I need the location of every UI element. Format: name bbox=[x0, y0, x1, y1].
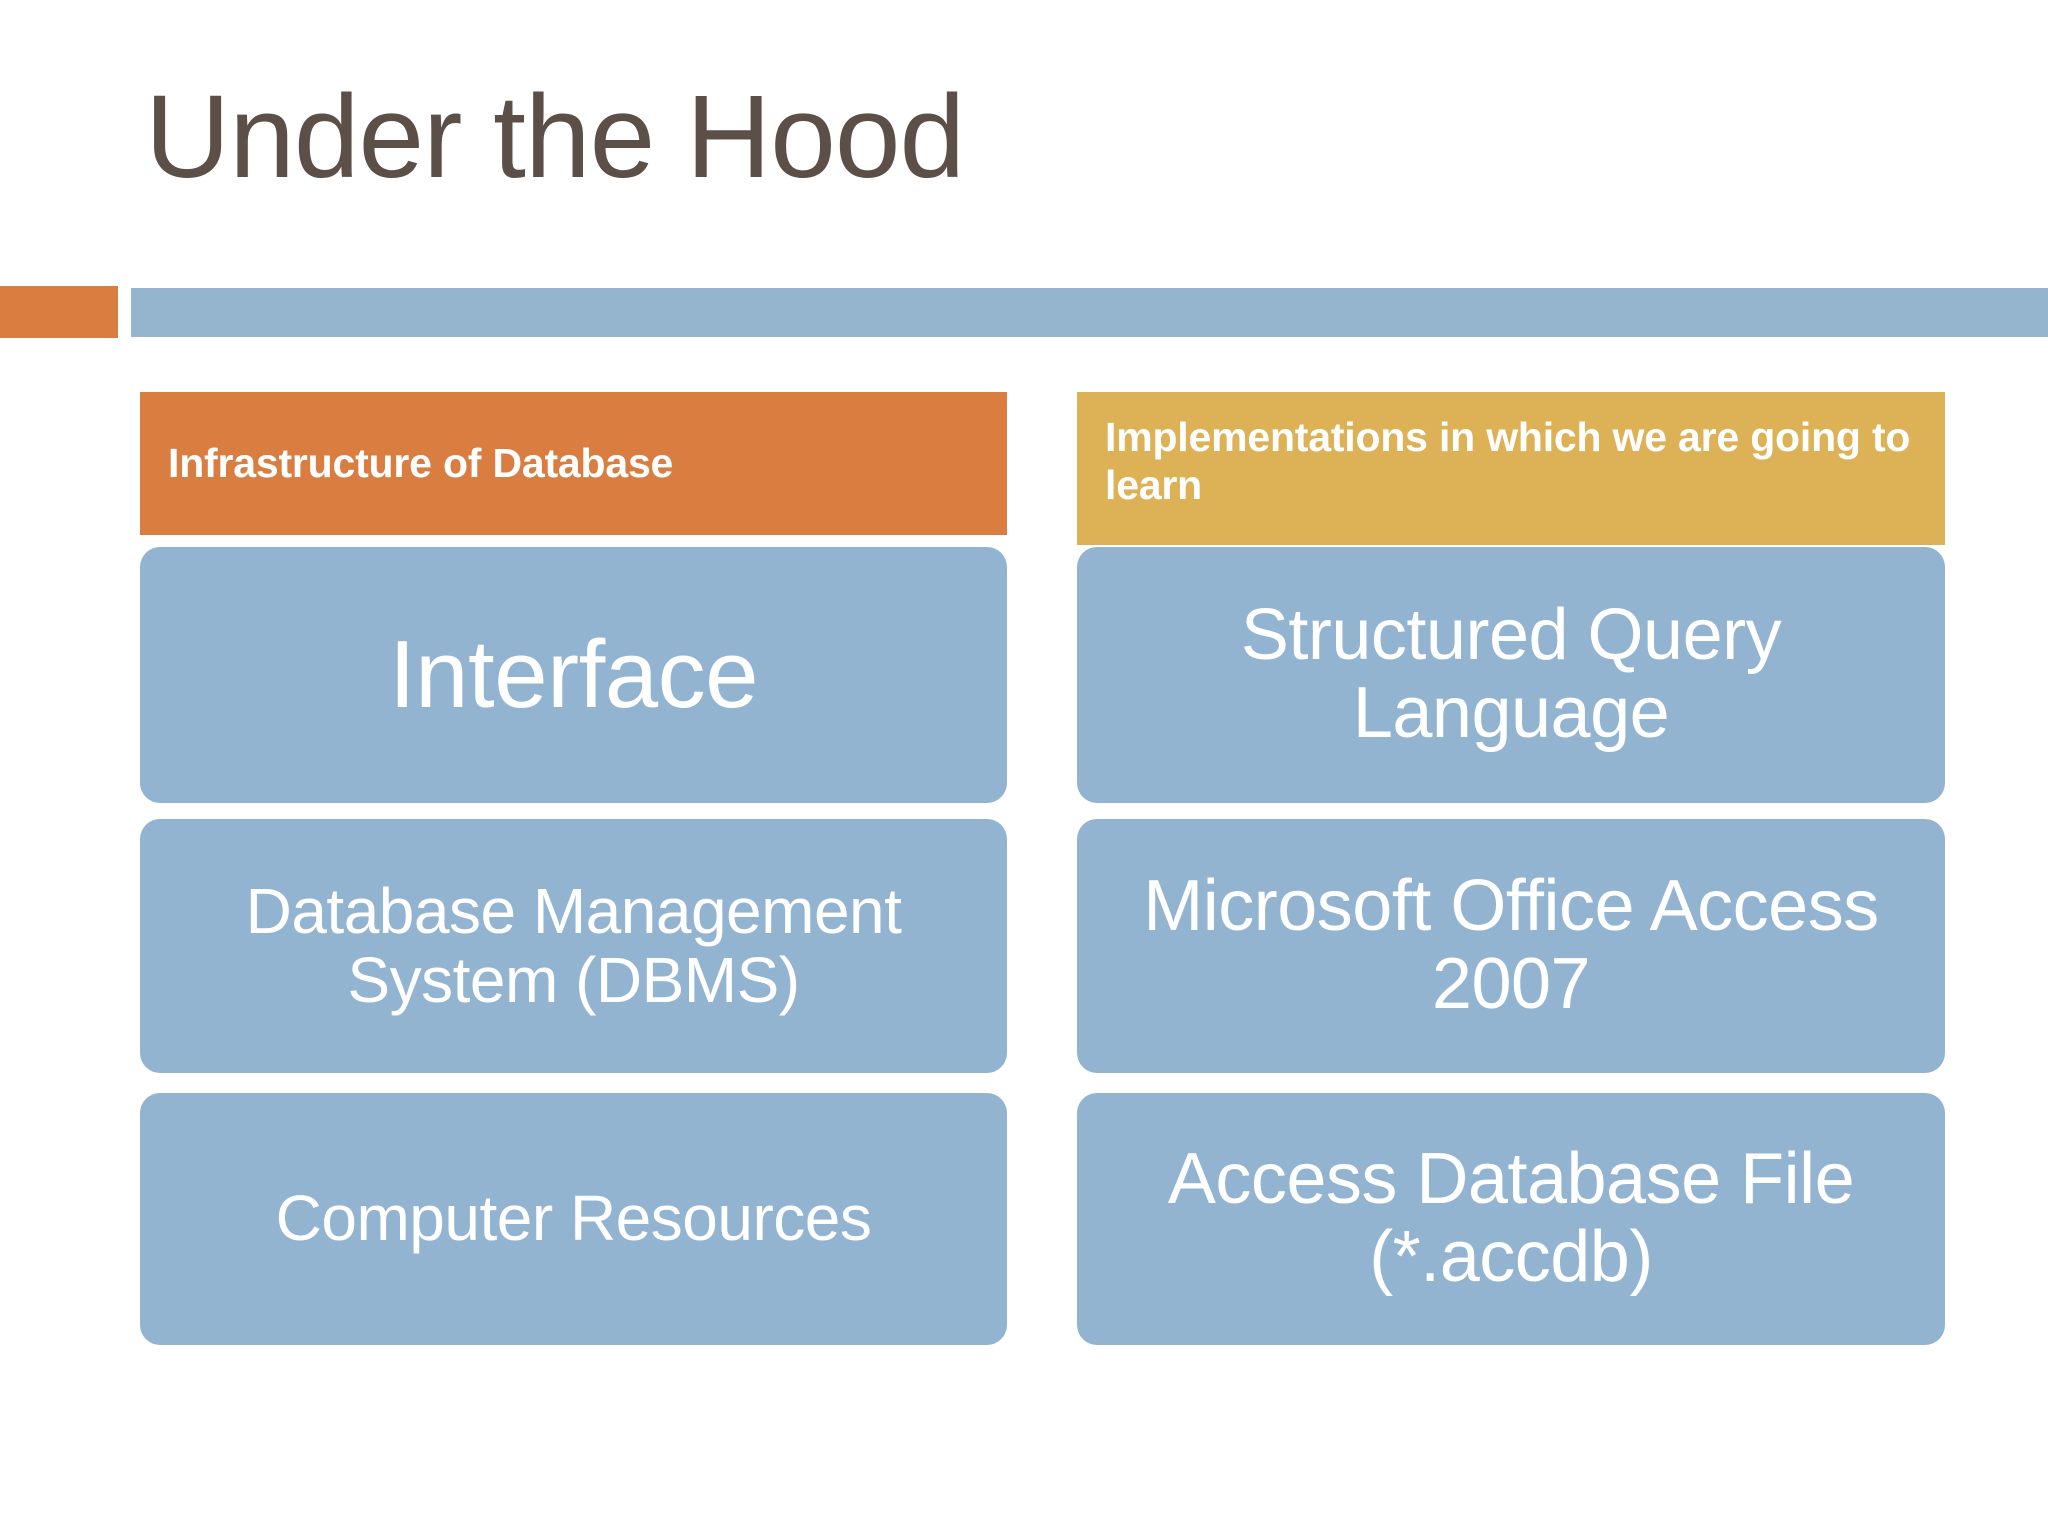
card-computer-resources[interactable]: Computer Resources bbox=[140, 1093, 1007, 1345]
card-dbms-label: Database Management System (DBMS) bbox=[245, 874, 902, 1016]
card-sql-label: Structured Query Language bbox=[1240, 595, 1782, 753]
card-interface[interactable]: Interface bbox=[140, 547, 1007, 803]
card-accdb-file[interactable]: Access Database File (*.accdb) bbox=[1077, 1093, 1945, 1345]
card-ms-access-label: Microsoft Office Access 2007 bbox=[1143, 866, 1879, 1024]
card-dbms[interactable]: Database Management System (DBMS) bbox=[140, 819, 1007, 1073]
page-title: Under the Hood bbox=[145, 71, 965, 203]
column-header-implementations-label: Implementations in which we are going to… bbox=[1105, 414, 1911, 508]
title-rule-accent-block bbox=[0, 286, 118, 338]
title-rule-bar bbox=[131, 288, 2048, 337]
card-computer-resources-label: Computer Resources bbox=[275, 1182, 872, 1255]
card-interface-label: Interface bbox=[388, 621, 759, 729]
card-sql[interactable]: Structured Query Language bbox=[1077, 547, 1945, 803]
column-header-infrastructure: Infrastructure of Database bbox=[140, 392, 1007, 535]
card-accdb-file-label: Access Database File (*.accdb) bbox=[1167, 1139, 1855, 1297]
column-header-infrastructure-label: Infrastructure of Database bbox=[168, 439, 674, 486]
card-ms-access[interactable]: Microsoft Office Access 2007 bbox=[1077, 819, 1945, 1073]
column-header-implementations: Implementations in which we are going to… bbox=[1077, 392, 1945, 545]
